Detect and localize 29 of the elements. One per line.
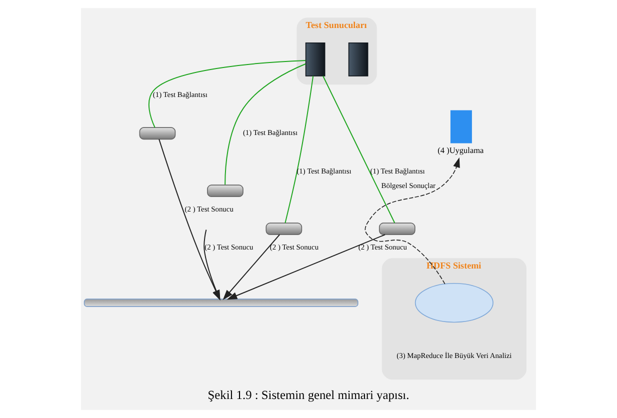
connector [322, 76, 396, 224]
edge-label: Bölgesel Sonuçlar [381, 181, 436, 190]
node-picture [378, 222, 416, 236]
cluster: Test Sunucuları [296, 18, 377, 85]
node-label: (3) MapReduce İle Büyük Veri Analizi [396, 350, 512, 360]
arrow [222, 234, 280, 300]
edge-label: (1) Test Bağlantısı [152, 90, 208, 99]
node-picture [139, 127, 176, 140]
node-picture [266, 222, 302, 236]
connector [224, 63, 306, 186]
node-box [450, 110, 472, 144]
node-picture [348, 42, 368, 76]
arrow [364, 157, 460, 284]
node-bar [84, 298, 358, 307]
edge-label: (2 ) Test Sonucu [270, 242, 319, 252]
edge-label: (1) Test Bağlantısı [296, 166, 352, 176]
connector [148, 60, 306, 128]
node-picture [207, 184, 244, 198]
connector [284, 75, 314, 224]
node-label: (4 )Uygulama [438, 146, 484, 156]
edge-label: (2 ) Test Sonucu [184, 204, 234, 214]
node-picture [305, 42, 326, 76]
edge-label: (1) Test Bağlantısı [242, 128, 298, 138]
edge-label: (2 ) Test Sonucu [358, 242, 407, 252]
edge-label: (2 ) Test Sonucu [204, 242, 254, 252]
node-cloud [414, 282, 494, 323]
edge-label: (1) Test Bağlantısı [370, 166, 425, 176]
caption: Şekil 1.9 : Sistemin genel mimari yapısı. [208, 388, 410, 402]
arrow [226, 234, 386, 300]
